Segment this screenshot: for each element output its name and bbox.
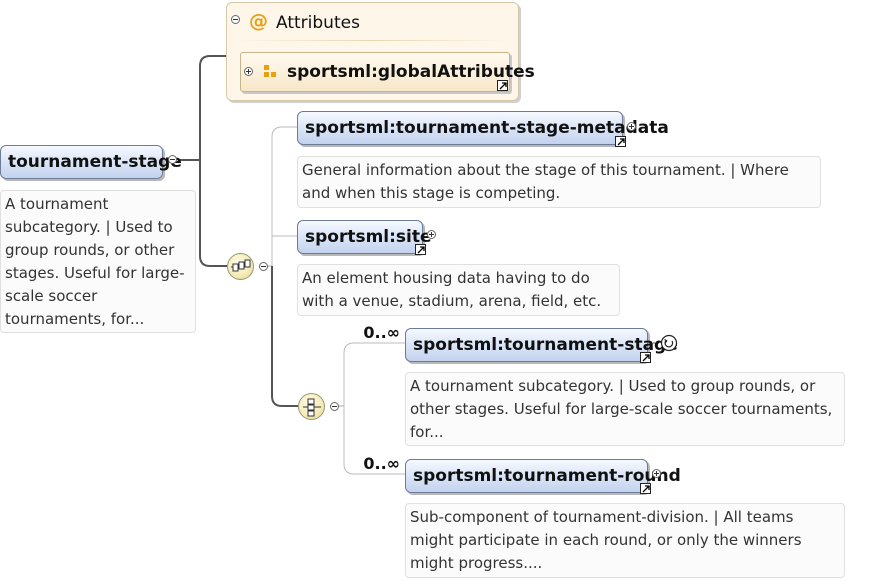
attributes-title: Attributes (276, 13, 360, 33)
reference-arrow-icon (640, 483, 651, 494)
root-element-label: tournament-stage (8, 152, 182, 172)
choice-compositor-icon[interactable] (298, 393, 325, 420)
attribute-group-label: sportsml:globalAttributes (287, 62, 535, 82)
site-description: An element housing data having to do wit… (297, 264, 620, 316)
recursion-icon (660, 334, 678, 352)
tournament-round-label: sportsml:tournament-round (413, 466, 681, 486)
tournament-stage-metadata-expand-toggle[interactable] (627, 122, 636, 131)
at-icon: @ (249, 10, 268, 32)
root-element-node[interactable]: tournament-stage (0, 145, 182, 179)
tournament-stage-metadata-node[interactable]: sportsml:tournament-stage-metadata (297, 111, 669, 145)
tournament-round-description: Sub-component of tournament-division. | … (405, 503, 845, 578)
sequence-compositor-icon[interactable] (227, 253, 254, 280)
reference-arrow-icon (615, 136, 626, 147)
tournament-stage-metadata-label: sportsml:tournament-stage-metadata (305, 118, 669, 138)
tournament-stage-metadata-description: General information about the stage of t… (297, 156, 821, 208)
tournament-round-node[interactable]: sportsml:tournament-round (405, 459, 681, 493)
reference-arrow-icon (640, 352, 651, 363)
root-description: A tournament subcategory. | Used to grou… (0, 190, 196, 333)
nested-tournament-stage-label: sportsml:tournament-stage (413, 335, 678, 355)
site-label: sportsml:site (305, 227, 432, 247)
attribute-group-icon (264, 65, 278, 79)
root-collapse-toggle[interactable] (168, 155, 177, 164)
choice-collapse-toggle[interactable] (330, 402, 339, 411)
sequence-collapse-toggle[interactable] (259, 262, 268, 271)
site-node[interactable]: sportsml:site (297, 220, 432, 254)
reference-arrow-icon (497, 80, 508, 91)
attribute-group-ref[interactable]: sportsml:globalAttributes (240, 52, 535, 92)
tournament-stage-cardinality: 0..∞ (363, 323, 400, 342)
tournament-round-expand-toggle[interactable] (652, 469, 661, 478)
attributes-collapse-toggle[interactable] (231, 15, 240, 24)
attribute-group-expand-toggle[interactable] (244, 67, 253, 76)
nested-tournament-stage-description: A tournament subcategory. | Used to grou… (405, 372, 845, 446)
attributes-panel: @ Attributes sportsml:globalAttributes (226, 2, 535, 101)
tournament-round-cardinality: 0..∞ (363, 454, 400, 473)
site-expand-toggle[interactable] (427, 230, 436, 239)
nested-tournament-stage-node[interactable]: sportsml:tournament-stage (405, 328, 678, 362)
reference-arrow-icon (415, 244, 426, 255)
attributes-separator (239, 40, 506, 41)
